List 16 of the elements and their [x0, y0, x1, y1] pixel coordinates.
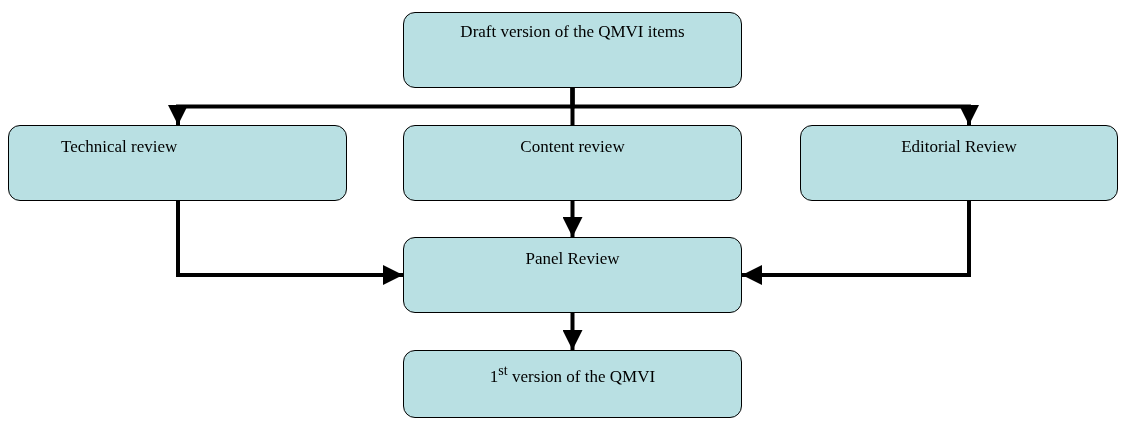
- process-box: [403, 350, 742, 418]
- box-label: Panel Review: [524, 248, 621, 270]
- arrow: [562, 201, 583, 237]
- process-box: [8, 125, 347, 201]
- box-label: Draft version of the QMVI items: [459, 21, 686, 43]
- process-box: [800, 125, 1118, 201]
- process-box: [403, 237, 742, 313]
- box-label: 1$^{st}$ version of the QMVI: [488, 361, 657, 388]
- process-box: [403, 125, 742, 201]
- process-box: [403, 12, 742, 88]
- box-label: Technical review: [60, 136, 179, 158]
- box-label: Content review: [519, 136, 626, 158]
- arrow: [562, 313, 583, 350]
- arrow: [742, 201, 971, 285]
- arrow: [176, 201, 403, 285]
- box-label: Editorial Review: [900, 136, 1018, 158]
